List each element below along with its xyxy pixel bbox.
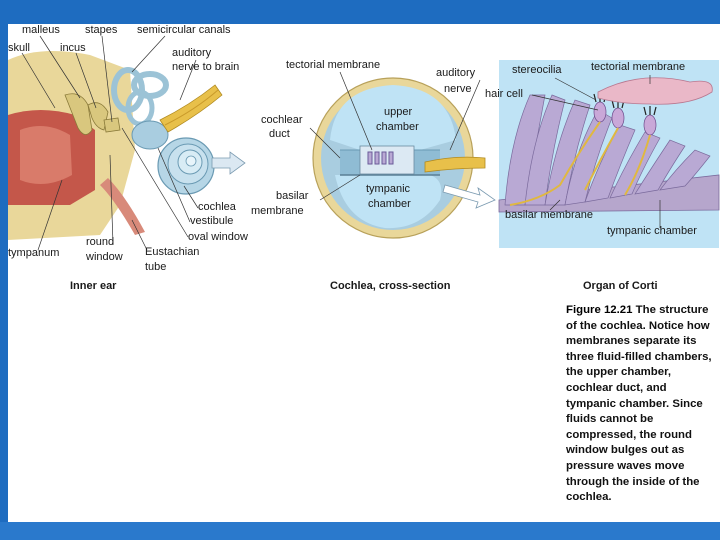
- slide-left-bar: [0, 0, 8, 540]
- auditory-nerve-section: [424, 156, 486, 173]
- label-basilar-membrane-section-2: membrane: [251, 205, 304, 217]
- label-cochlea: cochlea: [198, 201, 236, 213]
- nerve-fibers: [509, 121, 651, 206]
- stapes-bone: [103, 117, 121, 133]
- title-cochlea-cross-section: Cochlea, cross-section: [330, 280, 451, 292]
- label-basilar-membrane-corti: basilar membrane: [505, 209, 594, 221]
- label-round-window-2: window: [86, 251, 123, 263]
- cochlea-spiral: [157, 137, 215, 195]
- tissue-highlight: [20, 126, 72, 184]
- title-inner-ear: Inner ear: [70, 280, 117, 292]
- label-vestibule: vestibule: [190, 215, 234, 227]
- label-tympanum: tympanum: [8, 247, 60, 259]
- arrow-section-to-corti: [442, 184, 496, 209]
- label-auditory-nerve-section-2: nerve: [444, 83, 472, 95]
- label-round-window-1: round: [86, 236, 115, 248]
- label-tectorial-membrane-section: tectorial membrane: [286, 59, 381, 71]
- caption-text: The structure of the cochlea. Notice how…: [566, 304, 712, 504]
- label-auditory-nerve-2: nerve to brain: [172, 61, 240, 73]
- malleus-bone: [64, 93, 93, 135]
- label-incus: incus: [60, 42, 86, 54]
- label-cochlear-duct-2: duct: [269, 128, 290, 140]
- label-tectorial-membrane-corti: tectorial membrane: [591, 61, 686, 73]
- label-auditory-nerve-section-1: auditory: [436, 67, 476, 79]
- label-tympanic-chamber-corti: tympanic chamber: [607, 225, 697, 237]
- figure-caption: Figure 12.21 The structure of the cochle…: [566, 303, 716, 506]
- figure-number: Figure 12.21: [566, 304, 633, 316]
- label-tympanic-chamber-2: chamber: [368, 198, 411, 210]
- tectorial-membrane: [597, 77, 713, 105]
- slide-bottom-bar: [0, 522, 720, 540]
- label-tympanic-chamber-1: tympanic: [366, 183, 411, 195]
- label-eustachian-1: Eustachian: [145, 246, 200, 258]
- label-oval-window: oval window: [188, 231, 248, 243]
- tympanic-chamber: [335, 175, 442, 229]
- title-organ-of-corti: Organ of Corti: [583, 280, 658, 292]
- label-stereocilia: stereocilia: [512, 64, 562, 76]
- label-upper-chamber-1: upper: [384, 106, 413, 118]
- auditory-nerve-bundle: [159, 84, 223, 133]
- cochlea-cross-section: [309, 71, 496, 239]
- support-cells: [504, 94, 711, 206]
- label-hair-cell: hair cell: [485, 88, 523, 100]
- upper-chamber: [330, 85, 456, 150]
- slide-top-bar: [0, 0, 720, 24]
- label-skull: skull: [8, 42, 31, 54]
- label-upper-chamber-2: chamber: [376, 121, 419, 133]
- label-semicircular-canals: semicircular canals: [137, 24, 231, 36]
- inner-ear-illustration: [8, 35, 246, 251]
- arrow-inner-to-section: [211, 151, 246, 175]
- incus-bone: [87, 102, 109, 131]
- label-malleus: malleus: [22, 24, 60, 36]
- label-auditory-nerve-1: auditory: [172, 47, 212, 59]
- label-eustachian-2: tube: [145, 261, 167, 273]
- vestibule: [131, 120, 169, 150]
- label-stapes: stapes: [85, 24, 118, 36]
- hair-cells: [593, 101, 657, 136]
- organ-of-corti-illustration: [498, 60, 720, 248]
- label-basilar-membrane-section-1: basilar: [276, 190, 309, 202]
- label-cochlear-duct-1: cochlear: [261, 114, 303, 126]
